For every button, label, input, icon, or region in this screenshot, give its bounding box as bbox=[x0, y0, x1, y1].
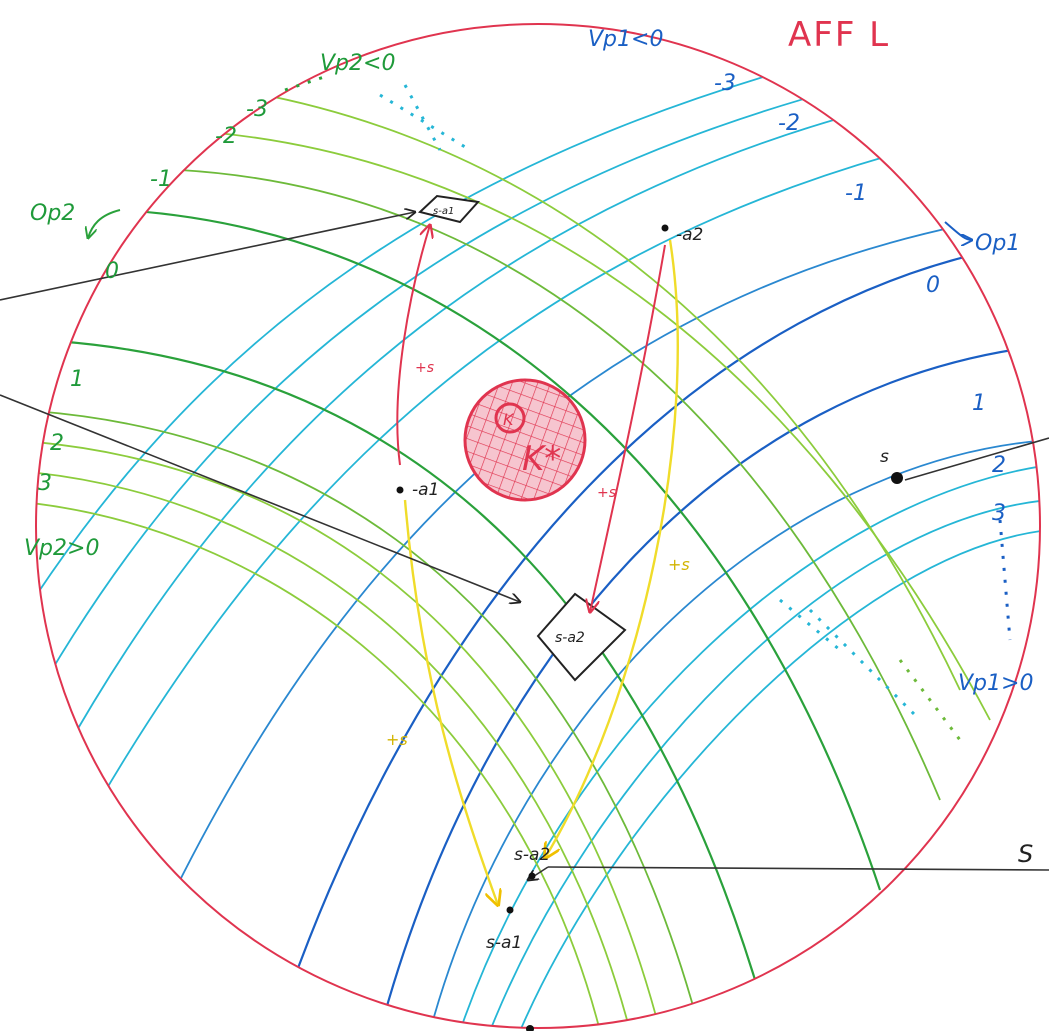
blue-curve-9 bbox=[519, 529, 1040, 1028]
op2-label: Op2 bbox=[30, 201, 75, 226]
label-minus-a1: -a1 bbox=[412, 480, 439, 500]
title: AFF L bbox=[788, 15, 890, 55]
point-s-minus-a1 bbox=[506, 906, 514, 914]
dotted-marks bbox=[284, 73, 1012, 741]
green-level-0: 0 bbox=[105, 259, 119, 284]
yellow-arrow-left bbox=[403, 499, 498, 905]
label-s-minus-a1: s-a1 bbox=[486, 933, 522, 953]
green-level-minus2: -2 bbox=[215, 124, 237, 149]
red-right-label: +s bbox=[597, 485, 616, 501]
pointer-line-mid bbox=[0, 394, 520, 602]
top-right-label: Vp1<0 bbox=[588, 27, 663, 52]
curve-family bbox=[36, 39, 1040, 1028]
yellow-left-label: +s bbox=[386, 730, 408, 749]
blue-level-minus2: -2 bbox=[778, 111, 800, 136]
k-star-label: K* bbox=[522, 439, 561, 479]
box-mid: s-a2 bbox=[536, 592, 627, 682]
op1-arrow bbox=[944, 221, 972, 240]
pointer-line-top bbox=[0, 212, 415, 301]
point-s bbox=[891, 472, 903, 484]
red-arrow-right bbox=[590, 244, 666, 612]
blue-curve-3 bbox=[174, 209, 1040, 891]
dots-right-2 bbox=[808, 608, 922, 722]
yellow-arrows bbox=[403, 239, 679, 905]
pointer-lines bbox=[0, 212, 1049, 880]
top-left-label: Vp2<0 bbox=[320, 51, 395, 76]
blue-curve-7 bbox=[459, 464, 1040, 1028]
green-level-minus1: -1 bbox=[150, 167, 172, 192]
k-disk bbox=[463, 378, 587, 502]
label-s-minus-a2: s-a2 bbox=[514, 845, 550, 865]
green-curve-6 bbox=[36, 409, 701, 1028]
point-minus-a1 bbox=[396, 486, 404, 494]
blue-curve-10 bbox=[36, 39, 901, 621]
red-arrows bbox=[396, 225, 666, 612]
blue-level-1: 1 bbox=[972, 391, 986, 416]
blue-level-3: 3 bbox=[992, 501, 1006, 526]
point-minus-a2 bbox=[661, 224, 669, 232]
green-curve-3 bbox=[179, 169, 941, 801]
box-top-label: s-a1 bbox=[433, 206, 454, 217]
blue-curve-6 bbox=[429, 439, 1040, 1028]
k-ring bbox=[494, 402, 526, 434]
green-level-minus3: -3 bbox=[246, 97, 268, 122]
blue-level-2: 2 bbox=[992, 453, 1006, 478]
side-letter: S bbox=[1018, 840, 1033, 868]
blue-curve-11 bbox=[39, 59, 961, 691]
blue-curve-4 bbox=[288, 238, 1040, 991]
dots-top-2 bbox=[403, 84, 442, 151]
right-side-label: Vp1>0 bbox=[958, 671, 1033, 696]
green-curve-4 bbox=[119, 208, 882, 891]
dots-right-3 bbox=[898, 659, 962, 741]
point-bottom bbox=[526, 1025, 534, 1031]
left-side-label: Vp2>0 bbox=[24, 536, 99, 561]
green-curve-7 bbox=[36, 439, 661, 1028]
yellow-right-label: +s bbox=[668, 555, 690, 574]
red-left-label: +s bbox=[415, 360, 434, 376]
blue-curves bbox=[36, 39, 1040, 1028]
boundary-circle bbox=[35, 23, 1041, 1029]
green-curve-5 bbox=[39, 338, 772, 1028]
dots-right-1 bbox=[779, 598, 841, 652]
green-level-2: 2 bbox=[50, 431, 64, 456]
points bbox=[396, 224, 903, 1031]
green-curve-9 bbox=[36, 499, 601, 1028]
blue-curve-1 bbox=[59, 79, 1001, 761]
label-minus-a2: -a2 bbox=[676, 225, 703, 245]
box-mid-label: s-a2 bbox=[555, 630, 585, 646]
green-level-1: 1 bbox=[70, 367, 84, 392]
blue-curve-2 bbox=[99, 119, 1040, 801]
k-label: K bbox=[503, 410, 515, 429]
blue-level-minus1: -1 bbox=[845, 181, 867, 206]
label-s: s bbox=[880, 447, 889, 467]
dots-right-4 bbox=[998, 519, 1012, 641]
blue-curve-5 bbox=[378, 343, 1040, 1028]
yellow-arrow-right bbox=[545, 239, 679, 858]
op1-label: Op1 bbox=[975, 231, 1020, 256]
box-mid-shape bbox=[536, 592, 627, 682]
dots-top-1 bbox=[379, 93, 471, 152]
blue-level-0: 0 bbox=[926, 273, 940, 298]
pointer-line-bottom bbox=[547, 866, 1049, 871]
pointer-line-s bbox=[904, 437, 1049, 481]
green-level-3: 3 bbox=[38, 471, 52, 496]
center-disk: K K* bbox=[463, 378, 587, 502]
green-curve-2 bbox=[179, 129, 991, 721]
op2-arrow bbox=[88, 209, 121, 238]
blue-curve-8 bbox=[489, 499, 1040, 1028]
point-s-minus-a2 bbox=[528, 872, 536, 880]
green-curve-8 bbox=[36, 469, 631, 1028]
green-curves bbox=[36, 79, 991, 1028]
red-arrow-left bbox=[396, 225, 430, 466]
box-top: s-a1 bbox=[417, 194, 480, 224]
blue-level-minus3: -3 bbox=[714, 71, 736, 96]
box-top-shape bbox=[417, 194, 480, 224]
